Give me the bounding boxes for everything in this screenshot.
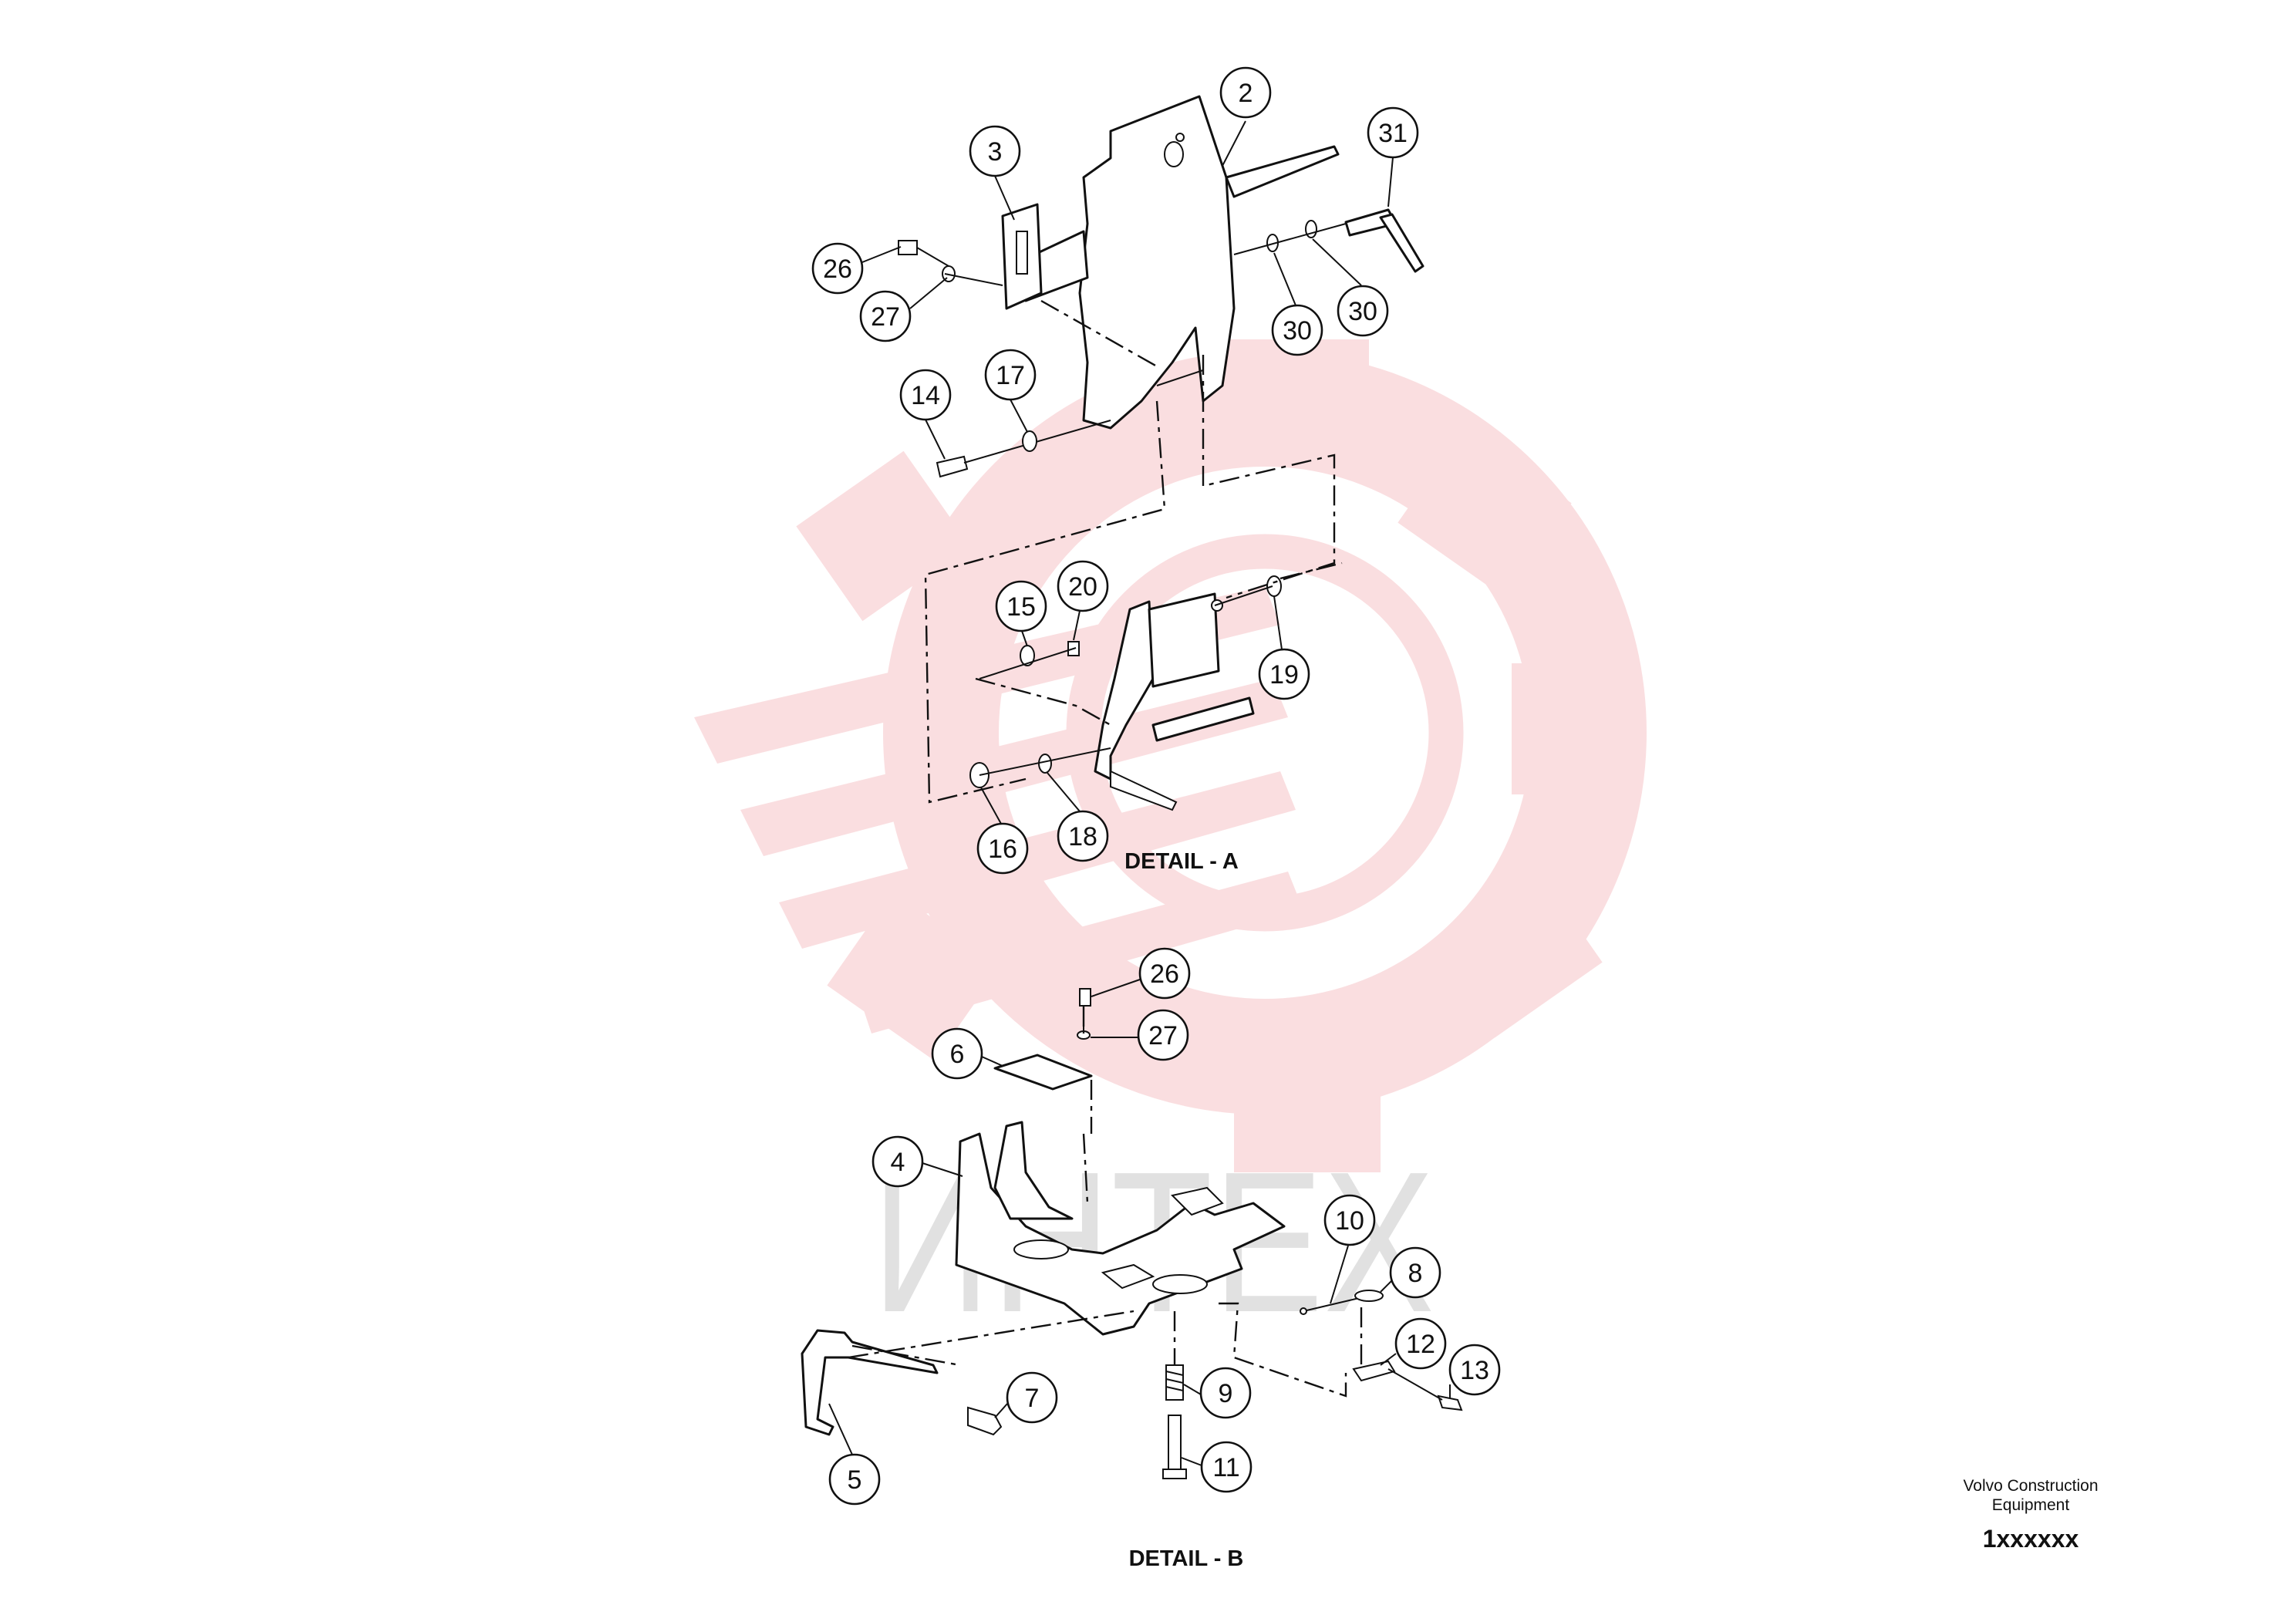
callout-11: 11	[1181, 1441, 1253, 1493]
svg-text:9: 9	[1219, 1379, 1233, 1408]
bolt-part-26b	[1079, 988, 1091, 1007]
washer-part-17	[1022, 430, 1037, 452]
callout-4: 4	[872, 1135, 963, 1188]
svg-text:12: 12	[1406, 1330, 1435, 1359]
callout-26a: 26	[811, 242, 902, 295]
callout-26b: 26	[1091, 947, 1191, 1000]
bracket-part-8	[1354, 1290, 1384, 1302]
callout-8: 8	[1380, 1246, 1441, 1299]
bolt-part-11	[1162, 1415, 1187, 1479]
base-part-4	[955, 1121, 1286, 1336]
callout-9: 9	[1183, 1367, 1252, 1419]
callout-31: 31	[1367, 106, 1419, 207]
svg-text:2: 2	[1239, 79, 1253, 108]
serial-number: 1xxxxxx	[1983, 1525, 2079, 1553]
svg-text:11: 11	[1212, 1453, 1239, 1482]
callout-10: 10	[1323, 1194, 1376, 1304]
cover-part-6	[993, 1054, 1093, 1091]
svg-text:3: 3	[988, 137, 1003, 167]
svg-text:26: 26	[823, 255, 852, 284]
part-12	[1352, 1360, 1396, 1382]
callout-19: 19	[1258, 595, 1310, 700]
detail-b-label: DETAIL - B	[1129, 1546, 1244, 1571]
svg-text:27: 27	[871, 302, 900, 332]
svg-text:16: 16	[988, 835, 1017, 864]
svg-text:19: 19	[1269, 660, 1299, 690]
svg-text:5: 5	[848, 1465, 862, 1495]
detail-a-label: DETAIL - A	[1124, 849, 1239, 874]
callout-30a: 30	[1271, 252, 1323, 356]
detail-b-centerlines	[848, 1006, 1443, 1401]
svg-text:7: 7	[1025, 1384, 1040, 1413]
svg-text:31: 31	[1378, 119, 1408, 148]
company-name-line2: Equipment	[1992, 1496, 2070, 1514]
svg-text:17: 17	[996, 361, 1025, 390]
callout-18: 18	[1047, 772, 1109, 862]
svg-text:30: 30	[1348, 297, 1377, 326]
svg-text:27: 27	[1148, 1021, 1178, 1050]
lever-part-31	[1344, 208, 1424, 273]
svg-text:18: 18	[1068, 822, 1097, 851]
bracket-lower-detail-a	[1094, 592, 1255, 811]
svg-text:4: 4	[891, 1148, 905, 1177]
bolt-part-14	[936, 420, 1111, 478]
plate-part-3	[1001, 203, 1043, 310]
pin-part-7	[967, 1406, 1003, 1436]
bolt-part-26a	[898, 240, 949, 267]
callout-17: 17	[984, 349, 1037, 433]
callout-27a: 27	[859, 277, 948, 342]
spring-part-9	[1165, 1364, 1184, 1401]
svg-text:8: 8	[1408, 1259, 1423, 1288]
watermark-gear-logo	[694, 339, 1647, 1172]
svg-text:14: 14	[911, 381, 940, 410]
callout-5: 5	[828, 1403, 881, 1506]
callout-13: 13	[1448, 1344, 1501, 1398]
company-name-line1: Volvo Construction	[1963, 1477, 2098, 1495]
svg-text:30: 30	[1283, 316, 1312, 346]
callout-20: 20	[1057, 560, 1109, 641]
washer-part-19	[1266, 575, 1282, 597]
washer-part-18	[1038, 754, 1052, 774]
callout-14: 14	[899, 369, 952, 460]
svg-text:15: 15	[1006, 592, 1036, 622]
callout-7: 7	[994, 1371, 1058, 1424]
callout-12: 12	[1380, 1317, 1447, 1370]
callout-3: 3	[969, 125, 1021, 221]
svg-text:6: 6	[950, 1040, 965, 1069]
svg-text:13: 13	[1460, 1356, 1489, 1385]
callout-15: 15	[995, 580, 1047, 647]
callout-16: 16	[976, 787, 1029, 875]
callout-27b: 27	[1091, 1009, 1189, 1061]
callout-6: 6	[931, 1027, 1003, 1080]
callout-30b: 30	[1312, 238, 1389, 337]
detail-a-centerlines	[924, 223, 1347, 804]
svg-text:26: 26	[1150, 959, 1179, 989]
pin-part-13	[1437, 1394, 1463, 1411]
callout-2: 2	[1219, 66, 1272, 167]
svg-text:20: 20	[1068, 572, 1097, 602]
svg-text:10: 10	[1335, 1206, 1364, 1236]
